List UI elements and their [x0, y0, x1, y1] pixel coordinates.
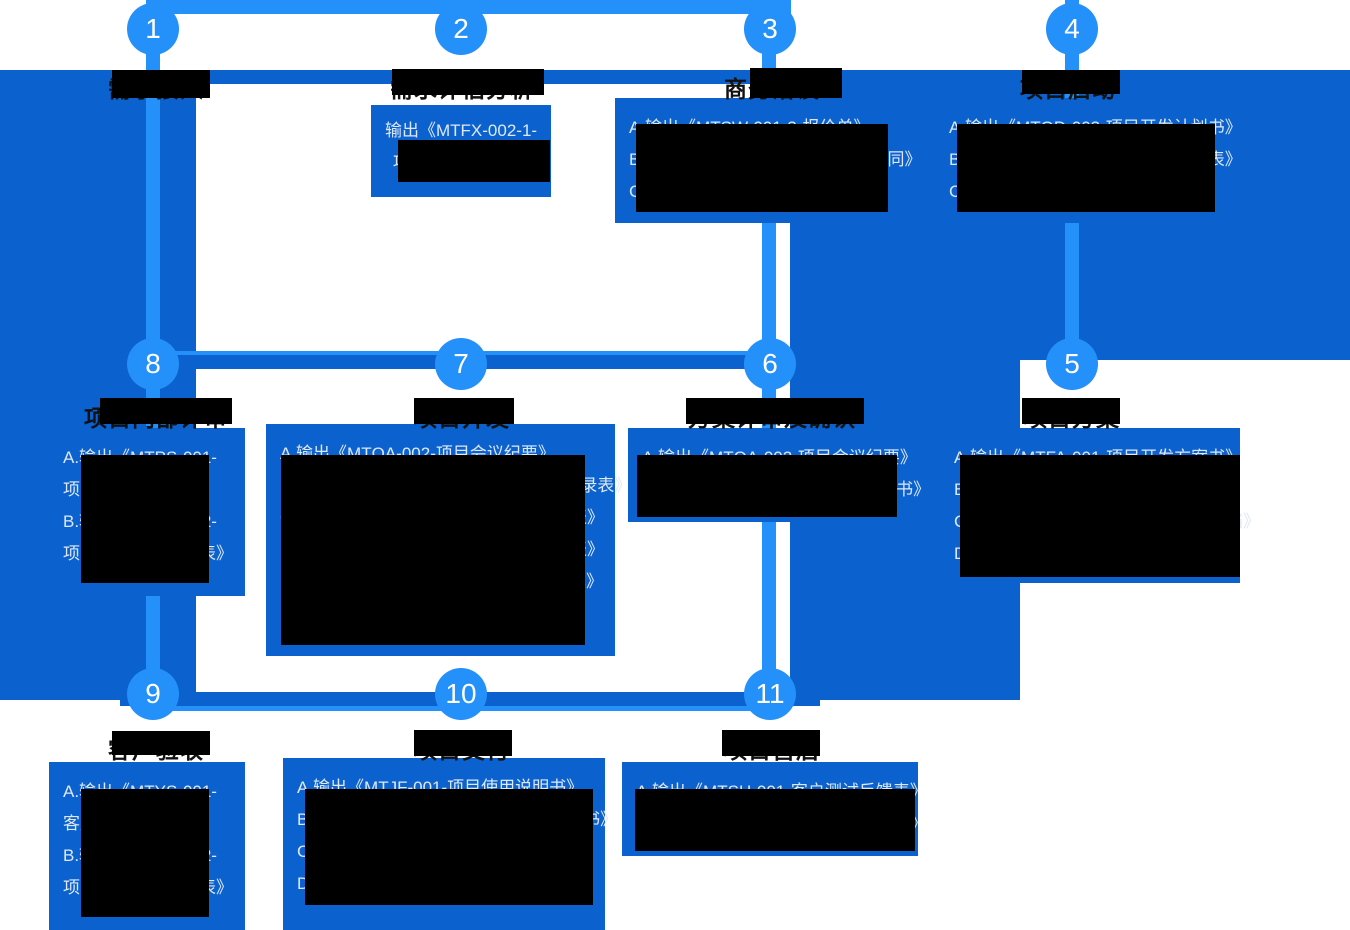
redaction-title-11 [722, 730, 820, 756]
redaction-title-8 [100, 398, 232, 424]
redaction-card-7a [281, 455, 585, 645]
step-node-1[interactable]: 1 [127, 3, 179, 55]
step-node-6[interactable]: 6 [744, 338, 796, 390]
redaction-card-9a [81, 789, 209, 917]
redaction-title-7 [414, 398, 514, 424]
step-number: 5 [1064, 348, 1080, 379]
redaction-card-11a [635, 789, 915, 851]
step-number: 10 [445, 678, 477, 709]
redaction-card-2 [398, 140, 550, 182]
redaction-card-8a [81, 455, 209, 583]
step-node-9[interactable]: 9 [127, 668, 179, 720]
step-node-2[interactable]: 2 [435, 3, 487, 55]
step-node-7[interactable]: 7 [435, 338, 487, 390]
step-node-8[interactable]: 8 [127, 338, 179, 390]
redaction-card-10a [305, 789, 593, 905]
step-node-5[interactable]: 5 [1046, 338, 1098, 390]
redaction-title-1 [112, 70, 210, 98]
redaction-title-6 [686, 398, 864, 424]
step-node-10[interactable]: 10 [435, 668, 487, 720]
step-number: 6 [762, 348, 778, 379]
redaction-card-4a [957, 124, 1215, 212]
step-node-4[interactable]: 4 [1046, 3, 1098, 55]
redaction-title-4 [1022, 70, 1120, 94]
step-number: 1 [145, 13, 161, 44]
step-number: 4 [1064, 13, 1080, 44]
card-line: 输出《MTFX-002-1- [385, 121, 538, 140]
step-number: 11 [755, 678, 785, 709]
step-number: 2 [453, 13, 469, 44]
step-number: 7 [453, 348, 469, 379]
step-node-11[interactable]: 11 [744, 668, 796, 720]
rail-row2 [120, 355, 1020, 369]
redaction-card-5a [960, 455, 1240, 577]
step-number: 8 [145, 348, 161, 379]
redaction-title-10 [414, 730, 512, 756]
step-node-3[interactable]: 3 [744, 3, 796, 55]
redaction-title-5 [1022, 398, 1120, 424]
redaction-card-3a [636, 124, 888, 212]
redaction-title-9 [112, 731, 210, 755]
redaction-title-2 [392, 69, 544, 95]
redaction-title-3 [750, 68, 842, 98]
redaction-card-6a [637, 455, 897, 517]
connector-1-to-8 [146, 0, 160, 378]
step-number: 9 [145, 678, 161, 709]
step-number: 3 [762, 13, 778, 44]
